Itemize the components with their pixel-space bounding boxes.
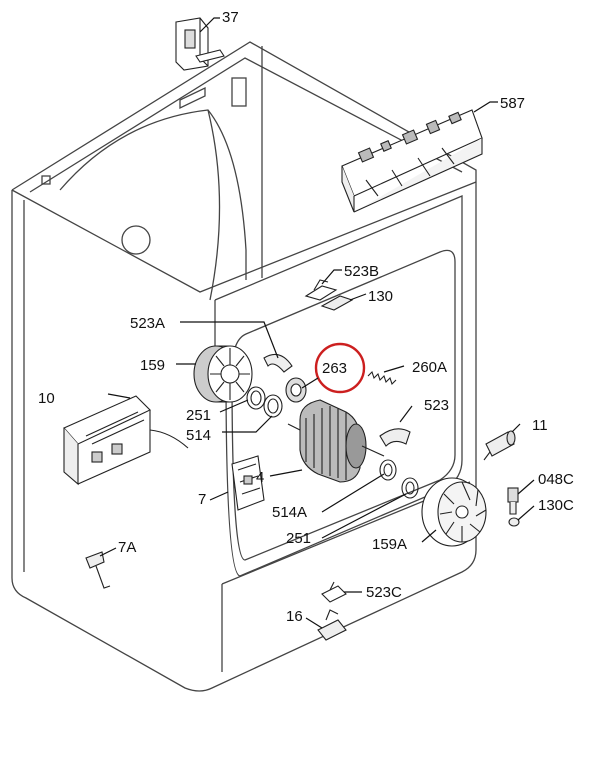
label-4: 4 xyxy=(256,469,264,486)
label-251-lower: 251 xyxy=(286,530,311,547)
part-523C-bracket xyxy=(321,581,347,603)
part-260A-spring xyxy=(367,370,397,386)
label-16: 16 xyxy=(286,608,303,625)
label-7A: 7A xyxy=(118,539,136,556)
part-159-wheel xyxy=(193,345,253,403)
part-labels: 37 587 523B 130 523A 263 260A 159 10 251… xyxy=(38,9,574,625)
label-587: 587 xyxy=(500,95,525,112)
part-523B-bracket xyxy=(304,279,338,301)
highlight-circle xyxy=(314,342,366,394)
label-514A: 514A xyxy=(272,504,307,521)
part-048C-screw xyxy=(507,487,519,515)
part-523A-clip xyxy=(263,353,293,373)
label-048C: 048C xyxy=(538,471,574,488)
part-251-ring-upper xyxy=(246,386,266,410)
label-130: 130 xyxy=(368,288,393,305)
part-4-motor xyxy=(287,399,385,483)
part-130C-washer xyxy=(508,517,520,527)
label-514-upper: 514 xyxy=(186,427,211,444)
label-159: 159 xyxy=(140,357,165,374)
part-587-control-board xyxy=(341,109,483,213)
part-514A-ring xyxy=(379,459,397,481)
part-10-block xyxy=(63,395,189,486)
label-11: 11 xyxy=(532,417,548,434)
label-523: 523 xyxy=(424,397,449,414)
part-130-bracket xyxy=(320,295,354,311)
label-260A: 260A xyxy=(412,359,447,376)
label-251-upper: 251 xyxy=(186,407,211,424)
label-37: 37 xyxy=(222,9,239,26)
label-10: 10 xyxy=(38,390,55,407)
part-263-bearing xyxy=(285,377,307,403)
part-514-ring-upper xyxy=(263,394,283,418)
label-159A: 159A xyxy=(372,536,407,553)
part-16-bracket xyxy=(317,609,347,641)
label-7: 7 xyxy=(198,491,206,508)
part-7-switch xyxy=(231,455,265,511)
part-11-sensor xyxy=(483,430,516,461)
label-263: 263 xyxy=(322,360,347,377)
label-523A: 523A xyxy=(130,315,165,332)
cabinet-body xyxy=(11,41,477,692)
part-523-clip xyxy=(379,428,411,447)
label-130C: 130C xyxy=(538,497,574,514)
part-159A-impeller xyxy=(421,477,487,547)
label-523B: 523B xyxy=(344,263,379,280)
part-251-ring-lower xyxy=(401,477,419,499)
part-7A-bracket xyxy=(85,551,111,589)
label-523C: 523C xyxy=(366,584,402,601)
leader-lines xyxy=(99,17,535,629)
